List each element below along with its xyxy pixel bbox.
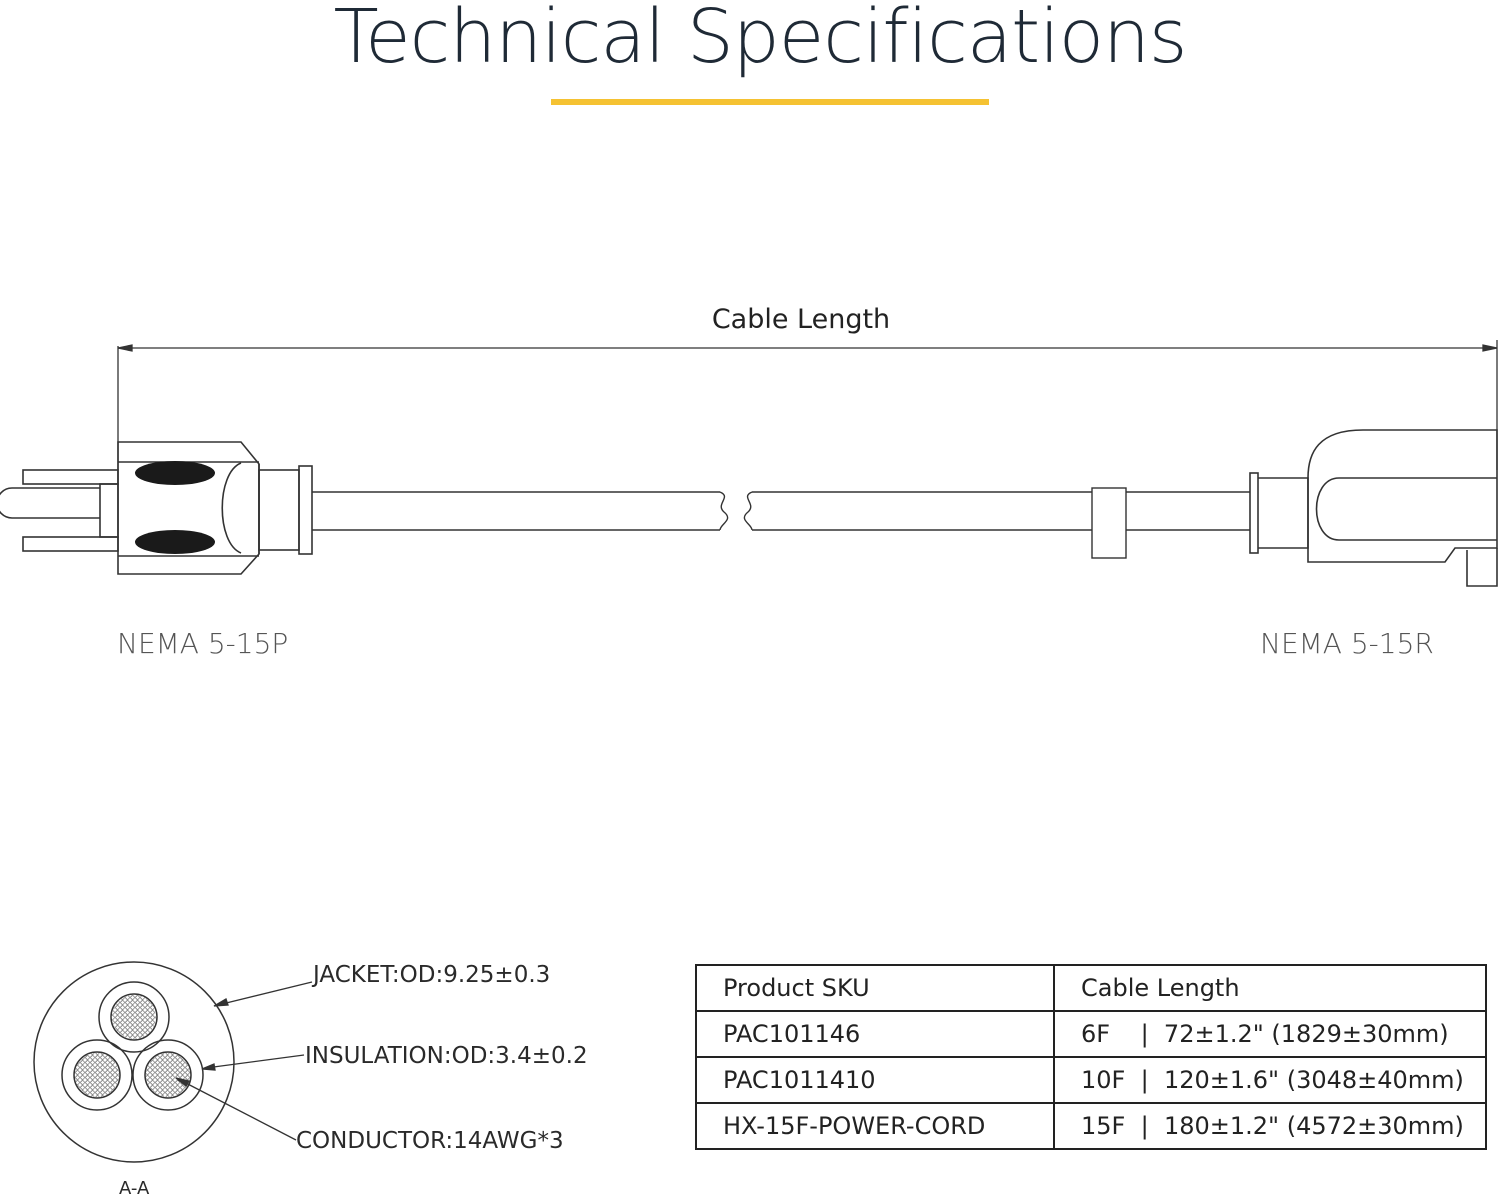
page-title: Technical Specifications: [333, 0, 1188, 80]
section-label: A-A: [119, 1178, 150, 1199]
header-sku: Product SKU: [695, 964, 1055, 1012]
sku-table: Product SKU Cable Length PAC101146 6F | …: [695, 964, 1487, 1150]
conductor-label: CONDUCTOR:14AWG*3: [296, 1128, 564, 1154]
receptacle-label: NEMA 5-15R: [1260, 627, 1434, 660]
table-row: HX-15F-POWER-CORD 15F | 180±1.2" (4572±3…: [695, 1102, 1487, 1150]
cable-cross-section: [33, 961, 235, 1163]
jacket-label: JACKET:OD:9.25±0.3: [313, 962, 551, 988]
insulation-label: INSULATION:OD:3.4±0.2: [305, 1043, 588, 1069]
plug-grip-ovals: [135, 461, 215, 554]
sku-cell: PAC101146: [695, 1010, 1055, 1058]
plug-label: NEMA 5-15P: [117, 627, 289, 660]
table-row: PAC1011410 10F | 120±1.6" (3048±40mm): [695, 1056, 1487, 1104]
length-cell: 10F | 120±1.6" (3048±40mm): [1053, 1056, 1487, 1104]
nema-5-15r-connector: [1249, 429, 1498, 587]
table-row: PAC101146 6F | 72±1.2" (1829±30mm): [695, 1010, 1487, 1058]
title-underline: [551, 99, 989, 105]
cable-length-dimension: [117, 340, 1498, 470]
cross-section-leaders: [175, 981, 313, 1141]
conductor-strands: [75, 995, 190, 1097]
sku-cell: PAC1011410: [695, 1056, 1055, 1104]
table-header-row: Product SKU Cable Length: [695, 964, 1487, 1012]
header-length: Cable Length: [1053, 964, 1487, 1012]
length-cell: 15F | 180±1.2" (4572±30mm): [1053, 1102, 1487, 1150]
nema-5-15p-plug: [0, 441, 313, 575]
length-cell: 6F | 72±1.2" (1829±30mm): [1053, 1010, 1487, 1058]
cable-body: [312, 487, 1250, 559]
sku-cell: HX-15F-POWER-CORD: [695, 1102, 1055, 1150]
cable-length-label: Cable Length: [711, 304, 891, 335]
